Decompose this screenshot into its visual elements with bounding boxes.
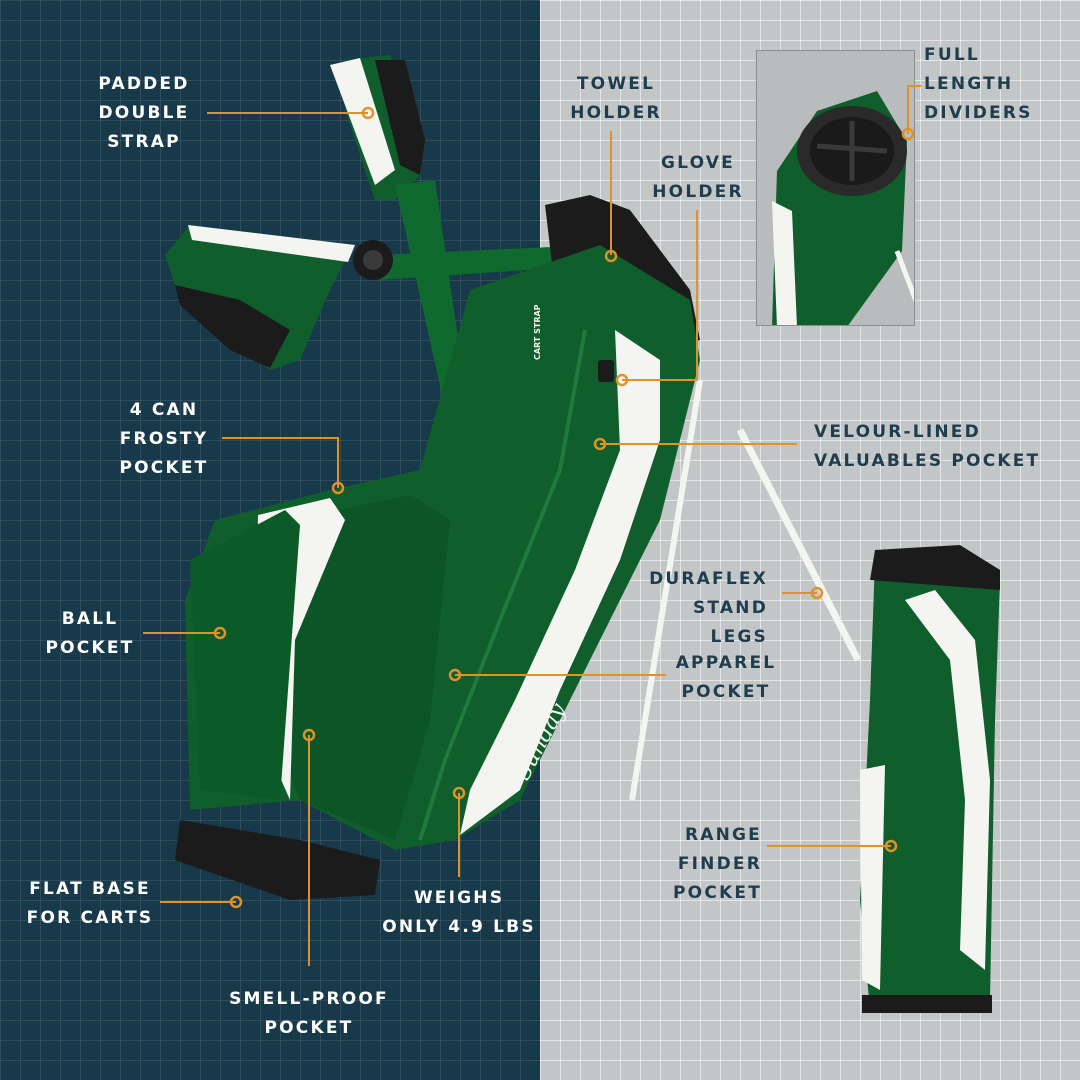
full-bag-pocket-trim (860, 765, 885, 990)
callout-dot-glove-holder (615, 373, 629, 387)
strap-pad-lower (165, 225, 350, 370)
label-flat-base: FLAT BASE FOR CARTS (26, 879, 154, 928)
callout-dot-stand-legs (810, 586, 824, 600)
callout-dot-velour-pocket (593, 437, 607, 451)
label-full-length-dividers: FULL LENGTH DIVIDERS (924, 45, 1033, 123)
label-padded-double-strap: PADDED DOUBLE STRAP (98, 74, 190, 152)
main-zipper (418, 329, 587, 841)
callout-dot-range-finder (884, 839, 898, 853)
callout-dot-padded-strap (361, 106, 375, 120)
label-range-finder: RANGE FINDER POCKET (673, 825, 762, 903)
strap-pad-top-lining (375, 60, 425, 175)
velour-pocket-patch (598, 360, 614, 382)
label-glove-holder: GLOVE HOLDER (652, 153, 744, 202)
stand-leg-left (629, 379, 703, 801)
label-smell-proof: SMELL-PROOF POCKET (229, 989, 389, 1038)
inset-dividers-illustration (757, 51, 914, 325)
label-ball-pocket: BALL POCKET (45, 609, 135, 658)
inset-dividers-view (756, 50, 915, 326)
strap-pad-top-stripe (330, 58, 395, 185)
strap-pad-lower-lining (175, 285, 290, 368)
full-bag-base (862, 995, 992, 1013)
bag-base (175, 820, 380, 900)
callout-dot-weighs (452, 786, 466, 800)
strap-pad-lower-stripe (188, 225, 355, 262)
strap-webbing-cross (375, 245, 600, 280)
callout-dot-ball-pocket (213, 626, 227, 640)
callout-dot-smell-proof (302, 728, 316, 742)
callout-line-dividers (907, 85, 921, 134)
ball-pocket-panel (190, 510, 300, 800)
callout-dot-towel-holder (604, 249, 618, 263)
label-stand-legs: DURAFLEX STAND LEGS (649, 569, 768, 647)
cart-strap-tag: CART STRAP (533, 304, 542, 360)
label-frosty-pocket: 4 CAN FROSTY POCKET (119, 400, 209, 478)
callout-line-frosty-pocket (222, 437, 339, 488)
callout-dot-flat-base (229, 895, 243, 909)
full-bag-swoosh (905, 590, 990, 970)
callout-line-glove-holder (622, 210, 698, 381)
stand-leg-right (736, 428, 862, 662)
callout-dot-apparel-pocket (448, 668, 462, 682)
full-bag-top (870, 545, 1000, 590)
label-towel-holder: TOWEL HOLDER (570, 74, 662, 123)
label-velour-pocket: VELOUR-LINED VALUABLES POCKET (814, 422, 1041, 471)
label-apparel-pocket: APPAREL POCKET (675, 653, 777, 702)
callout-dot-frosty-pocket (331, 481, 345, 495)
callout-dot-dividers (901, 127, 915, 141)
label-weighs: WEIGHS ONLY 4.9 LBS (382, 888, 536, 937)
